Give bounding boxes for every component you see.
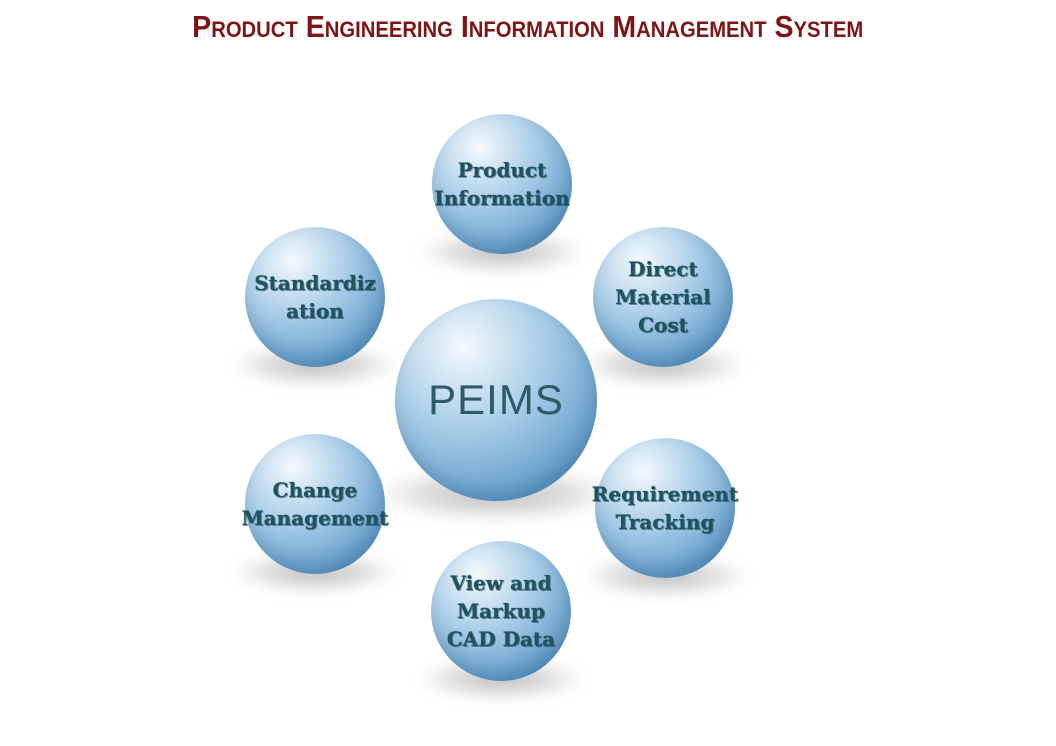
label-line: ation (286, 299, 344, 323)
node-standardization: Standardiz ation (245, 227, 385, 367)
page-title-text: Product Engineering Information Manageme… (192, 9, 864, 44)
node-label: Requirement Tracking (592, 480, 738, 536)
node-requirement-tracking: Requirement Tracking (592, 438, 738, 578)
node-view-markup-cad-data: View and Markup CAD Data (431, 541, 571, 681)
label-line: Material (615, 285, 711, 309)
label-line: View and (450, 571, 552, 595)
node-label: Product Information (434, 156, 569, 212)
node-label: Change Management (242, 476, 389, 532)
label-line: Requirement (591, 482, 739, 506)
label-line: Direct (628, 257, 698, 281)
node-change-management: Change Management (242, 434, 389, 574)
label-line: Cost (638, 313, 688, 337)
node-peims-label: PEIMS (428, 376, 564, 423)
node-label: Direct Material Cost (615, 255, 711, 339)
label-line: Change (272, 478, 358, 502)
label-line: Standardiz (254, 271, 376, 295)
label-line: CAD Data (446, 627, 556, 651)
node-peims: PEIMS (395, 299, 597, 501)
page-title: Product Engineering Information Manageme… (0, 8, 1056, 45)
label-line: Product (457, 158, 547, 182)
label-line: Information (434, 186, 570, 210)
node-product-information: Product Information (432, 114, 572, 254)
node-label: View and Markup CAD Data (447, 569, 555, 653)
node-label: Standardiz ation (254, 269, 376, 325)
label-line: Tracking (615, 510, 715, 534)
label-line: Management (241, 506, 389, 530)
node-direct-material-cost: Direct Material Cost (593, 227, 733, 367)
label-line: Markup (456, 599, 546, 623)
